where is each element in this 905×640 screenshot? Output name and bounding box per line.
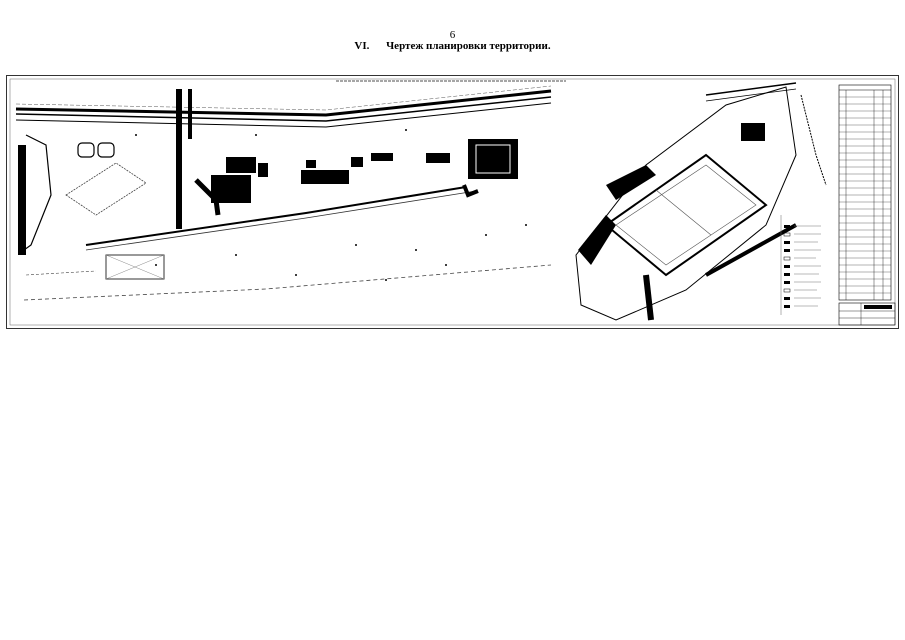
building-1 <box>226 157 256 173</box>
railway-band-3 <box>15 102 552 128</box>
vertical-road-2 <box>188 89 192 139</box>
right-tracks-2 <box>705 88 797 102</box>
right-road-2 <box>643 274 654 321</box>
territory-planning-drawing <box>6 75 899 329</box>
section-title: Чертеж планировки территории. <box>386 40 551 52</box>
tank-2 <box>97 142 115 158</box>
right-site-fill-2 <box>606 165 656 200</box>
page-number: 6 <box>449 29 456 41</box>
right-contour <box>800 94 827 186</box>
building-4 <box>301 170 349 184</box>
large-building-inner <box>475 144 511 174</box>
right-plan <box>575 82 827 321</box>
lower-pad-hatch <box>105 254 165 280</box>
boundary-line <box>23 264 552 301</box>
section-numeral: VI. <box>354 40 370 52</box>
left-hatch <box>23 134 52 251</box>
access-road <box>194 178 221 216</box>
tank-1 <box>77 142 95 158</box>
explication-table <box>838 84 892 301</box>
left-plan <box>15 85 552 301</box>
drawing-svg <box>6 75 899 329</box>
right-building <box>741 123 765 141</box>
section-heading: VI. Чертеж планировки территории. <box>0 40 905 53</box>
building-6 <box>351 157 363 167</box>
inner-frame <box>9 78 896 326</box>
legend-swatches <box>783 225 791 308</box>
main-road <box>85 186 467 246</box>
right-inner-rect <box>604 153 768 277</box>
railway-band <box>15 89 552 117</box>
building-5 <box>306 160 316 168</box>
building-3 <box>258 163 268 177</box>
building-8 <box>426 153 450 163</box>
legend-block <box>780 215 821 315</box>
topo-marks <box>135 129 527 281</box>
right-inner-rect-2 <box>615 164 757 266</box>
pad-rect <box>65 162 147 216</box>
building-7 <box>371 153 393 161</box>
right-tracks <box>705 82 797 96</box>
title-block <box>838 302 896 326</box>
right-site-fill <box>578 215 616 265</box>
lower-pad <box>105 254 165 280</box>
railway-band-2 <box>15 96 552 122</box>
legend-text-lines <box>794 225 821 307</box>
left-structure <box>18 145 26 255</box>
right-site-outline <box>575 86 797 321</box>
right-inner-divider <box>655 189 712 236</box>
large-building-road <box>462 184 479 198</box>
main-road-edge <box>85 190 477 251</box>
vertical-road <box>176 89 182 229</box>
railway-thin <box>15 85 552 111</box>
boundary-line-2 <box>25 270 97 276</box>
table-rows <box>839 96 891 294</box>
